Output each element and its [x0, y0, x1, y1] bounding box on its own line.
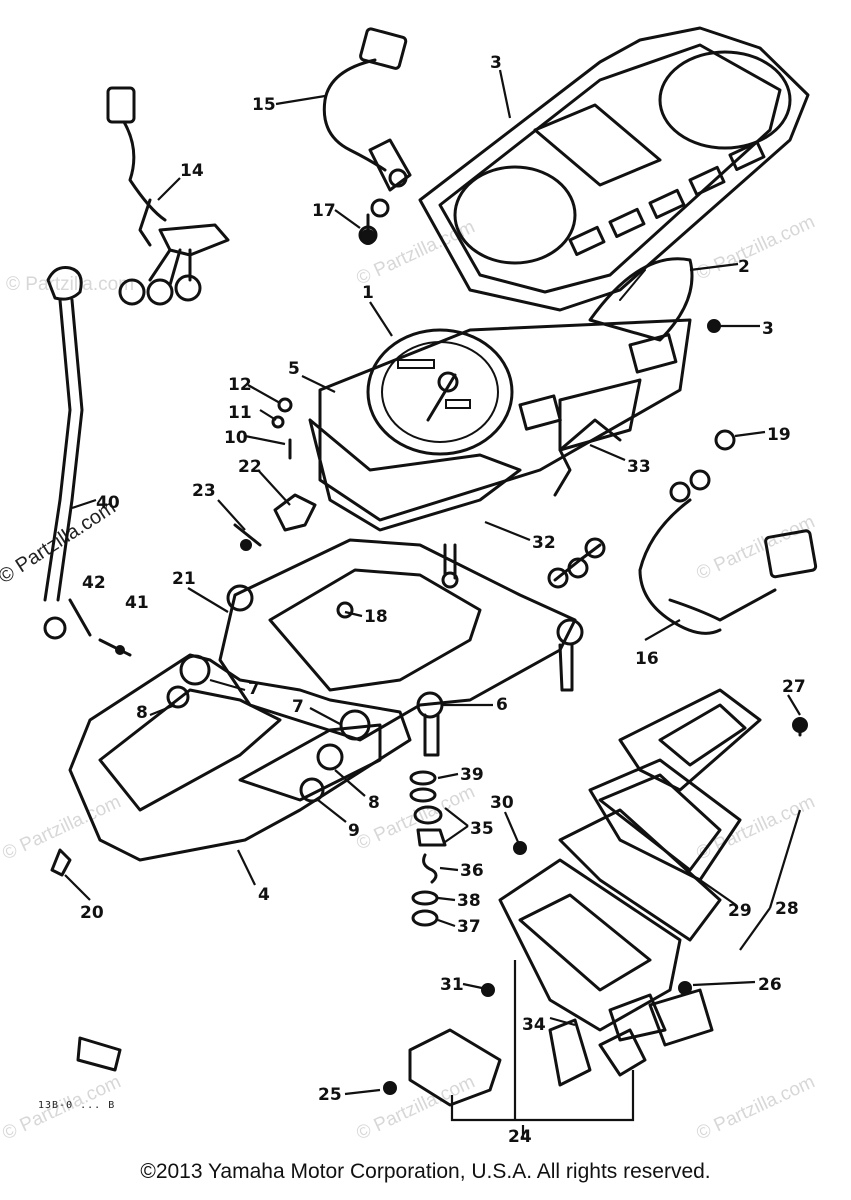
callout-40: 40	[96, 493, 120, 513]
diagram-code-stamp: 13B-0 ... B	[38, 1100, 116, 1111]
callout-5: 5	[288, 359, 300, 379]
callout-16: 16	[635, 649, 659, 669]
wire-plug-part	[322, 27, 412, 245]
callout-34: 34	[522, 1015, 546, 1035]
watermark-text: © Partzilla.com	[693, 211, 818, 284]
callout-12: 12	[228, 375, 252, 395]
callout-21: 21	[172, 569, 196, 589]
watermark-text: © Partzilla.com	[693, 1071, 818, 1144]
callout-38: 38	[457, 891, 481, 911]
watermark-text: © Partzilla.com	[6, 274, 134, 295]
watermark-layer: © Partzilla.com © Partzilla.com © Partzi…	[0, 211, 818, 1144]
callout-25: 25	[318, 1085, 342, 1105]
meter-bracket-part	[218, 538, 584, 742]
speedometer-part	[308, 318, 692, 532]
callout-37: 37	[457, 917, 481, 937]
callout-4: 4	[258, 885, 270, 905]
callout-20: 20	[80, 903, 104, 923]
callout-23: 23	[192, 481, 216, 501]
callout-18: 18	[364, 607, 388, 627]
meter-cover-part	[418, 26, 810, 312]
callout-33: 33	[627, 457, 651, 477]
callout-2: 2	[738, 257, 750, 277]
callout-3: 3	[490, 53, 502, 73]
callout-32: 32	[532, 533, 556, 553]
callout-19: 19	[767, 425, 791, 445]
leader-lines	[64, 69, 802, 1138]
right-harness-part	[441, 418, 818, 635]
indicator-panel-part	[408, 688, 762, 1107]
callout-35: 35	[470, 819, 494, 839]
callout-29: 29	[728, 901, 752, 921]
callout-3: 3	[762, 319, 774, 339]
indicator-lamp-harness-part	[106, 86, 230, 306]
watermark-text: © Partzilla.com	[693, 791, 818, 864]
callout-36: 36	[460, 861, 484, 881]
callout-24: 24	[508, 1127, 532, 1147]
speedometer-cable-part	[43, 266, 84, 640]
callout-10: 10	[224, 428, 248, 448]
callout-1: 1	[362, 283, 374, 303]
callout-41: 41	[125, 593, 149, 613]
callout-8: 8	[368, 793, 380, 813]
grommet-parts	[50, 229, 808, 1095]
callout-14: 14	[180, 161, 204, 181]
callout-22: 22	[238, 457, 262, 477]
tachometer-part	[588, 257, 694, 342]
callout-8: 8	[136, 703, 148, 723]
callout-17: 17	[312, 201, 336, 221]
callout-labels: 3 15 14 17 2 3 1 5 12 11 10 22 23 40 19 …	[80, 53, 806, 1147]
callout-30: 30	[490, 793, 514, 813]
callout-11: 11	[228, 403, 252, 423]
callout-26: 26	[758, 975, 782, 995]
callout-31: 31	[440, 975, 464, 995]
callout-39: 39	[460, 765, 484, 785]
label-plate-part	[76, 1036, 122, 1072]
callout-7: 7	[292, 697, 304, 717]
callout-15: 15	[252, 95, 276, 115]
callout-6: 6	[496, 695, 508, 715]
copyright-notice: ©2013 Yamaha Motor Corporation, U.S.A. A…	[140, 1160, 711, 1183]
callout-7: 7	[248, 679, 260, 699]
callout-42: 42	[82, 573, 106, 593]
callout-28: 28	[775, 899, 799, 919]
callout-27: 27	[782, 677, 806, 697]
callout-9: 9	[348, 821, 360, 841]
